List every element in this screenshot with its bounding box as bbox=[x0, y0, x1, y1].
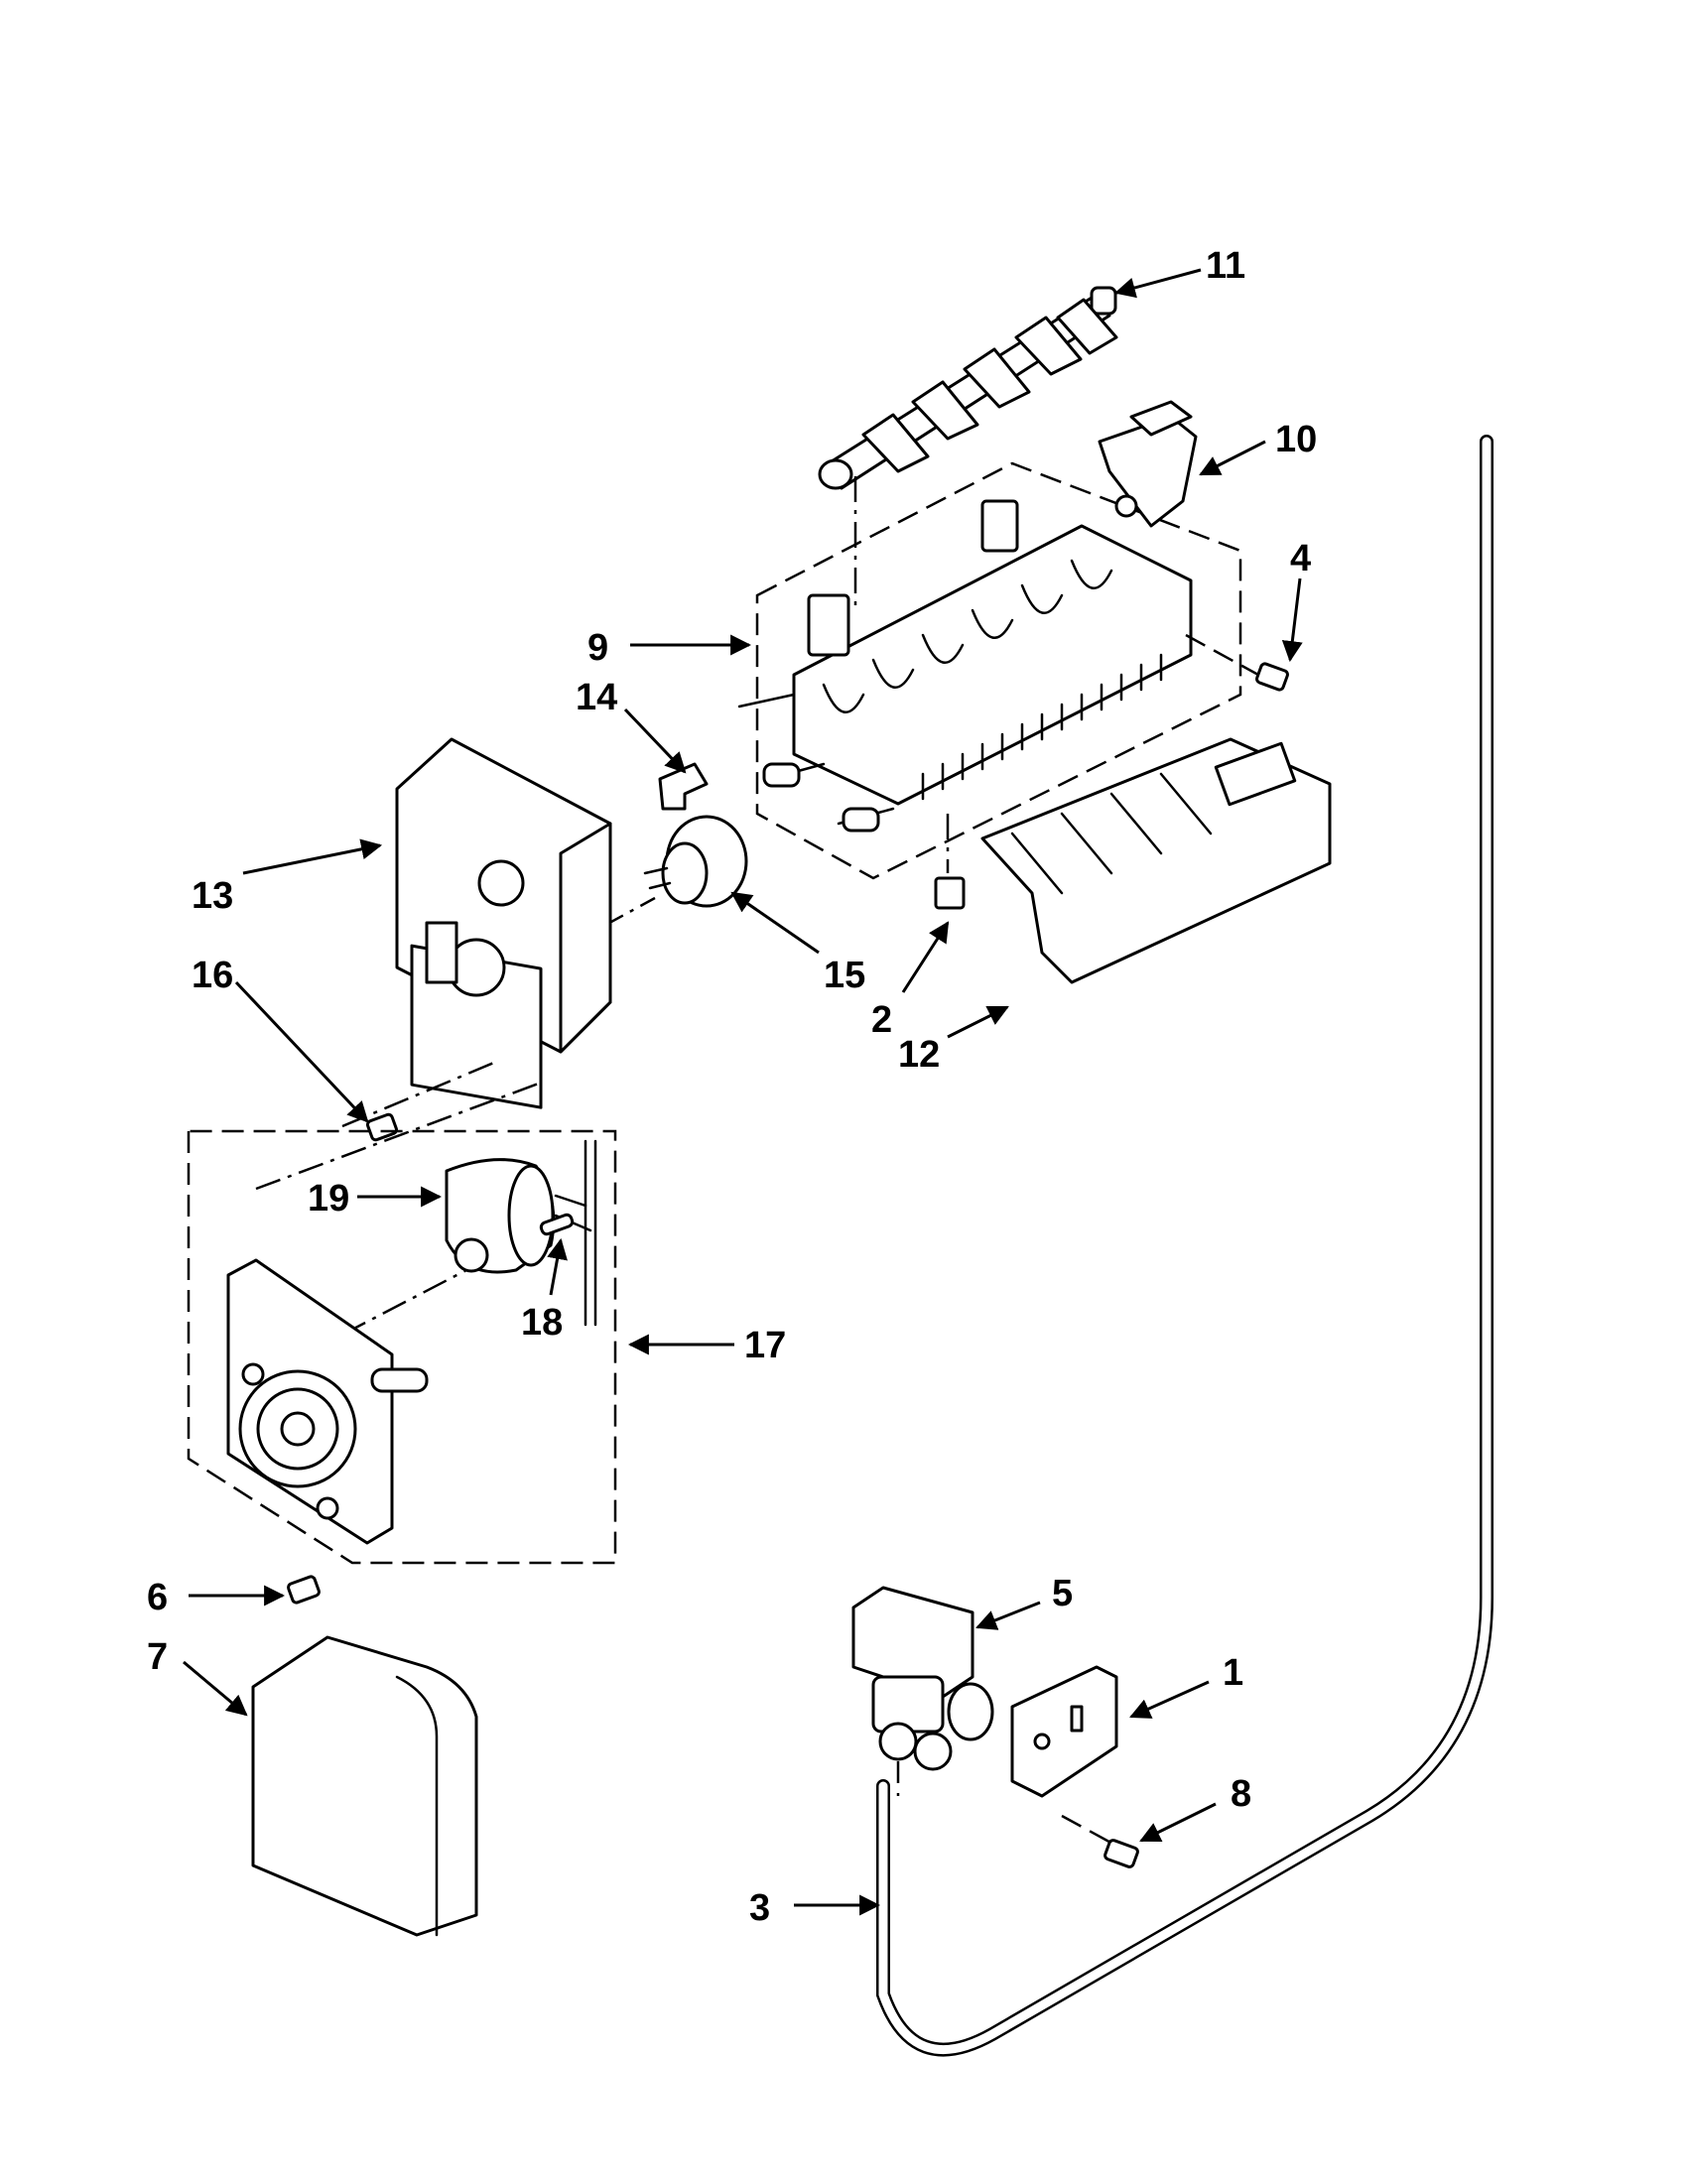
callout-4: 4 bbox=[1290, 538, 1311, 579]
motor-plane-line bbox=[255, 1080, 545, 1191]
callout-2: 2 bbox=[871, 999, 892, 1041]
callout-3: 3 bbox=[749, 1887, 770, 1929]
callout-16: 16 bbox=[192, 955, 233, 996]
callout-14: 14 bbox=[576, 677, 617, 718]
ice-stripper-part bbox=[980, 737, 1332, 984]
gear-alignment-line bbox=[341, 1268, 467, 1337]
control-housing-part bbox=[395, 737, 612, 1109]
callout-11: 11 bbox=[1206, 245, 1245, 287]
callout-17: 17 bbox=[744, 1325, 786, 1366]
callout-12: 12 bbox=[898, 1034, 940, 1076]
thermostat-part bbox=[643, 815, 748, 908]
screw-part-6 bbox=[287, 1575, 321, 1605]
clip-part-14 bbox=[658, 762, 709, 811]
callout-9: 9 bbox=[587, 627, 608, 669]
ice-mold-part bbox=[737, 499, 1193, 833]
fill-cup-part bbox=[1098, 400, 1198, 528]
valve-bracket-part bbox=[1010, 1665, 1118, 1848]
motor-part bbox=[445, 1139, 597, 1327]
callout-8: 8 bbox=[1231, 1773, 1251, 1815]
front-cover-part bbox=[251, 1635, 478, 1937]
callout-5: 5 bbox=[1052, 1573, 1073, 1614]
screw-part-4 bbox=[1185, 633, 1289, 692]
leader-lines bbox=[183, 268, 1303, 1916]
screw-part-8 bbox=[1104, 1839, 1139, 1868]
clip-part-2 bbox=[934, 814, 966, 910]
callout-18: 18 bbox=[521, 1302, 563, 1344]
mold-assembly-outline bbox=[755, 461, 1242, 880]
module-plate-part bbox=[226, 1258, 429, 1545]
module-assembly-outline bbox=[187, 1129, 617, 1565]
callout-13: 13 bbox=[192, 875, 233, 917]
pin-part-18 bbox=[539, 1213, 575, 1236]
water-valve-part bbox=[851, 1586, 994, 1771]
callout-7: 7 bbox=[147, 1636, 168, 1678]
housing-alignment-line bbox=[341, 1060, 497, 1128]
callout-6: 6 bbox=[147, 1577, 168, 1618]
callout-1: 1 bbox=[1223, 1652, 1243, 1694]
callout-19: 19 bbox=[308, 1178, 349, 1220]
callout-10: 10 bbox=[1275, 419, 1317, 460]
water-tube-supply bbox=[876, 435, 1493, 2057]
ejector-shaft-part bbox=[818, 286, 1118, 490]
callout-15: 15 bbox=[824, 955, 865, 996]
